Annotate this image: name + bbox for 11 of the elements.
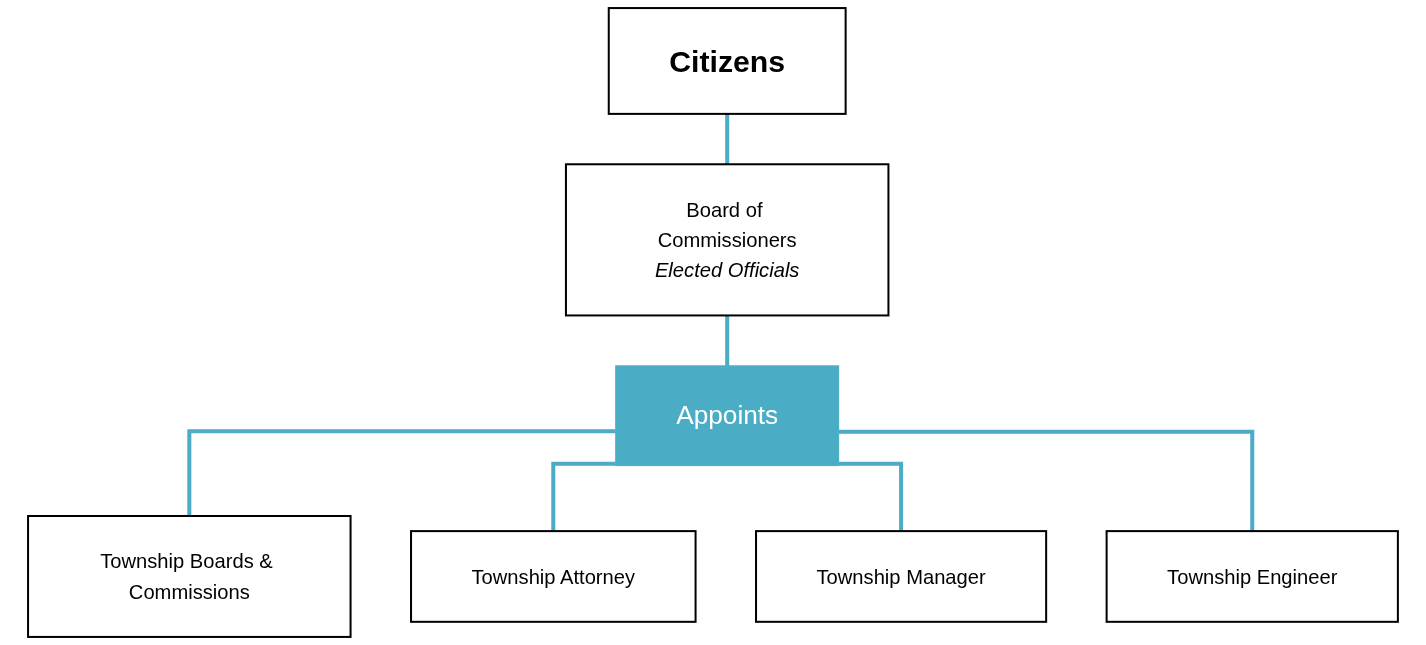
node-box: Township Attorney: [410, 530, 697, 623]
node-box: Township Engineer: [1105, 530, 1399, 623]
connector: [838, 461, 904, 532]
connector: [551, 461, 616, 532]
node-box: Appoints: [615, 365, 840, 467]
node-box: Citizens: [607, 7, 847, 115]
connector: [187, 429, 616, 516]
connector: [838, 429, 1255, 532]
node-box: Township Boards & Commissions: [27, 515, 352, 638]
node-box: Township Manager: [755, 530, 1048, 623]
node-box: Board of Commissioners Elected Officials: [564, 163, 890, 317]
